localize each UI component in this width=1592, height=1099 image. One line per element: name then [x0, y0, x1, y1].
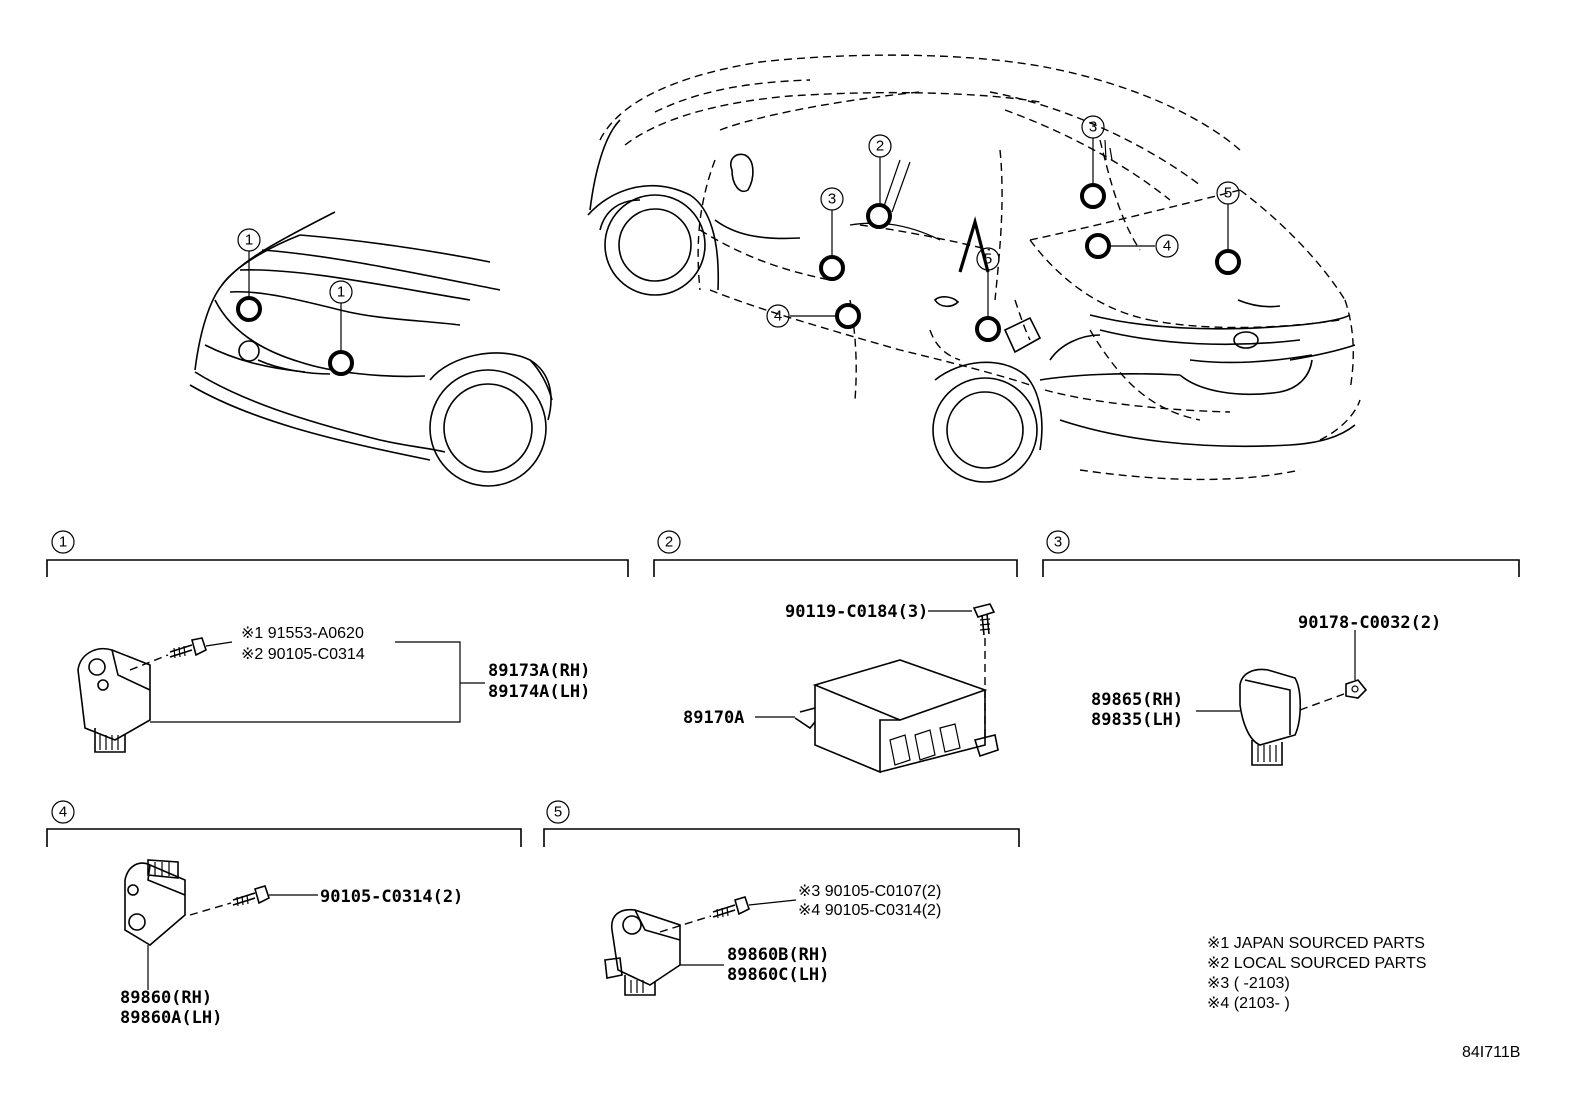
callout-leaders [248, 138, 1229, 352]
callout-4b: 4 [1155, 234, 1179, 258]
front-sensor-lh-part: 89174A(LH) [488, 682, 590, 702]
section-3-number: 3 [1054, 534, 1062, 551]
section-3: 3 90178-C0032(2) 89865(RH) 89835(LH) [1042, 530, 1520, 766]
rear-door-bolt-note4: ※4 90105-C0314(2) [798, 902, 941, 919]
note-3: ※3 ( -2103) [1207, 975, 1290, 992]
section-1: 1 ※1 91553-A0620 ※2 90105-C0314 89173A(R… [46, 530, 629, 753]
svg-text:5: 5 [984, 251, 992, 268]
svg-text:5: 5 [1224, 185, 1232, 202]
screw-note-local: ※2 90105-C0314 [241, 646, 365, 663]
section-2: 2 90119-C0184(3) 89170A [653, 530, 1018, 774]
front-sensor-rh-part: 89173A(RH) [488, 661, 590, 681]
side-sensor-rh-part: 89865(RH) [1091, 690, 1183, 710]
svg-text:2: 2 [876, 138, 884, 155]
figure-code: 84I711B [1462, 1044, 1520, 1061]
screw-note-japan: ※1 91553-A0620 [241, 625, 364, 642]
rear-door-sensor-lh-part: 89860C(LH) [727, 965, 829, 985]
note-4: ※4 (2103- ) [1207, 995, 1290, 1012]
section-4: 4 90105-C0314(2) 89860(RH) 89860A(LH) [46, 800, 522, 1028]
callout-4a: 4 [766, 304, 790, 328]
callout-5b: 5 [1216, 181, 1240, 205]
rear-door-sensor-rh-part: 89860B(RH) [727, 945, 829, 965]
callout-2: 2 [868, 134, 892, 158]
sensor-location-markers [236, 183, 1241, 376]
svg-text:3: 3 [828, 191, 836, 208]
callout-1a: 1 [237, 228, 261, 252]
callout-1b: 1 [329, 280, 353, 304]
vehicle-illustration [587, 54, 1361, 483]
svg-text:4: 4 [1163, 238, 1171, 255]
svg-text:1: 1 [245, 232, 253, 249]
footnotes: ※1 JAPAN SOURCED PARTS ※2 LOCAL SOURCED … [1207, 935, 1426, 1012]
ecu-bolt-part: 90119-C0184(3) [785, 602, 928, 622]
front-bumper-illustration [189, 211, 553, 487]
svg-text:3: 3 [1089, 119, 1097, 136]
callout-3a: 3 [820, 187, 844, 211]
rear-sensor-lh-part: 89860A(LH) [120, 1008, 222, 1028]
section-1-number: 1 [59, 534, 67, 551]
section-2-number: 2 [665, 534, 673, 551]
callout-5a: 5 [976, 247, 1000, 271]
section-5-number: 5 [554, 804, 562, 821]
svg-text:1: 1 [337, 284, 345, 301]
svg-text:4: 4 [774, 308, 782, 325]
side-sensor-nut-part: 90178-C0032(2) [1298, 613, 1441, 633]
rear-sensor-bolt-part: 90105-C0314(2) [320, 887, 463, 907]
airbag-ecu-part: 89170A [683, 708, 744, 728]
note-2: ※2 LOCAL SOURCED PARTS [1207, 955, 1426, 972]
vehicle-callouts: 1 1 2 3 4 3 4 5 5 [237, 115, 1240, 328]
rear-door-bolt-note3: ※3 90105-C0107(2) [798, 883, 941, 900]
callout-3b: 3 [1081, 115, 1105, 139]
note-1: ※1 JAPAN SOURCED PARTS [1207, 935, 1425, 952]
section-5: 5 ※3 90105-C0107(2) ※4 90105-C0314(2) 89… [543, 800, 1020, 996]
section-4-number: 4 [59, 804, 67, 821]
rear-sensor-rh-part: 89860(RH) [120, 988, 212, 1008]
side-sensor-lh-part: 89835(LH) [1091, 710, 1183, 730]
